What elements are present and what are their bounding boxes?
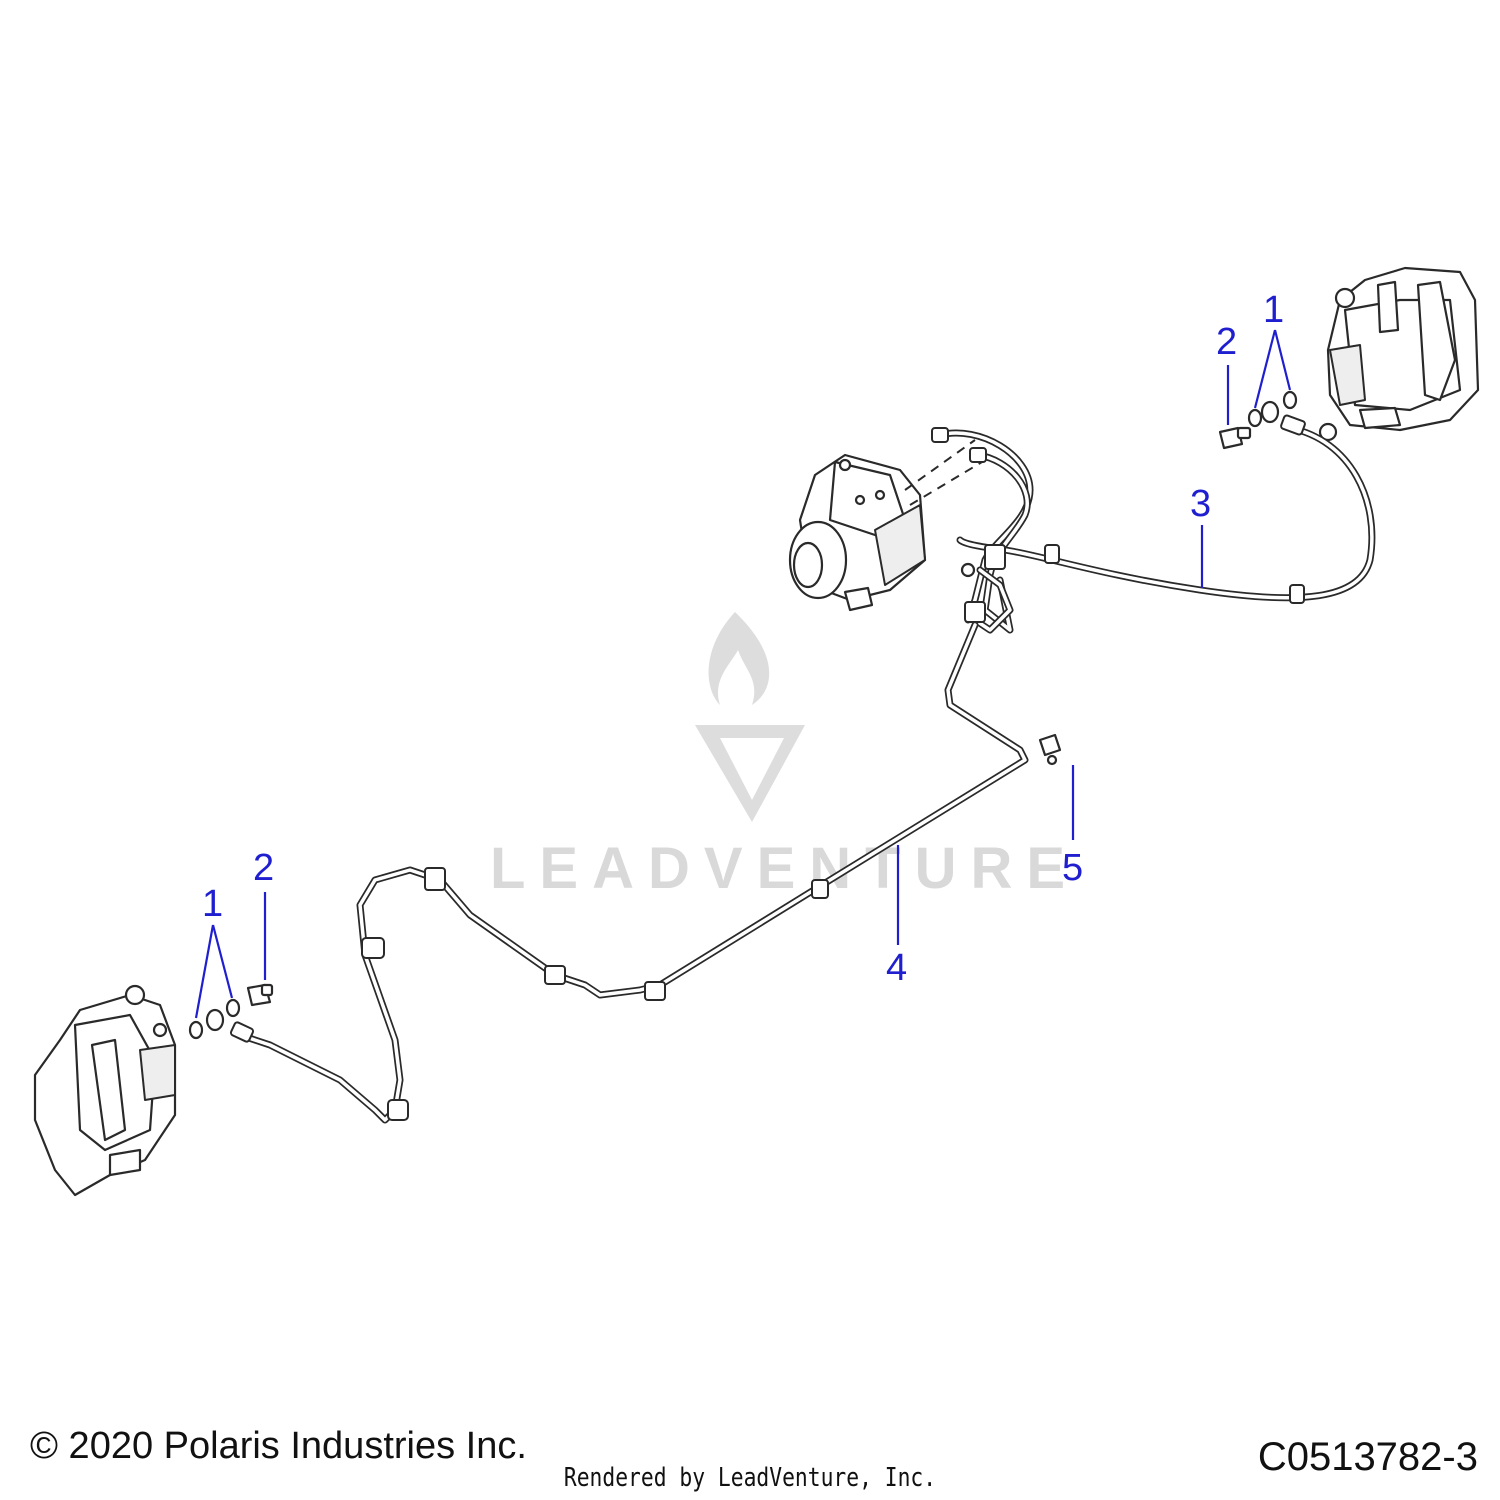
callout-2-right: 2 xyxy=(1216,321,1237,363)
rendered-by-text: Rendered by LeadVenture, Inc. xyxy=(563,1463,937,1493)
watermark-text: LEADVENTURE xyxy=(490,836,1079,901)
callout-2-left: 2 xyxy=(253,847,274,889)
leader-lines xyxy=(194,329,1292,1019)
brake-line-4 xyxy=(229,621,1029,1124)
abs-outlet-tubes xyxy=(931,427,1034,634)
leadventure-watermark: LEADVENTURE xyxy=(490,612,1079,901)
callout-1-right: 1 xyxy=(1263,289,1284,331)
copyright-text: © 2020 Polaris Industries Inc. xyxy=(30,1425,527,1467)
left-hardware xyxy=(188,983,274,1040)
callout-1-left: 1 xyxy=(202,883,223,925)
v-logo-icon xyxy=(695,725,805,822)
left-brake-caliper xyxy=(33,984,177,1197)
flame-logo-icon xyxy=(708,612,770,705)
callout-3: 3 xyxy=(1190,483,1211,525)
callout-4: 4 xyxy=(886,947,907,989)
right-hardware xyxy=(1218,390,1298,450)
callout-5: 5 xyxy=(1062,847,1083,889)
fitting-5 xyxy=(1038,733,1062,766)
right-brake-caliper xyxy=(1318,266,1480,442)
abs-module xyxy=(788,439,983,612)
part-number: C0513782-3 xyxy=(1257,1435,1478,1479)
callout-labels: 1 2 3 1 2 4 5 xyxy=(202,289,1284,989)
